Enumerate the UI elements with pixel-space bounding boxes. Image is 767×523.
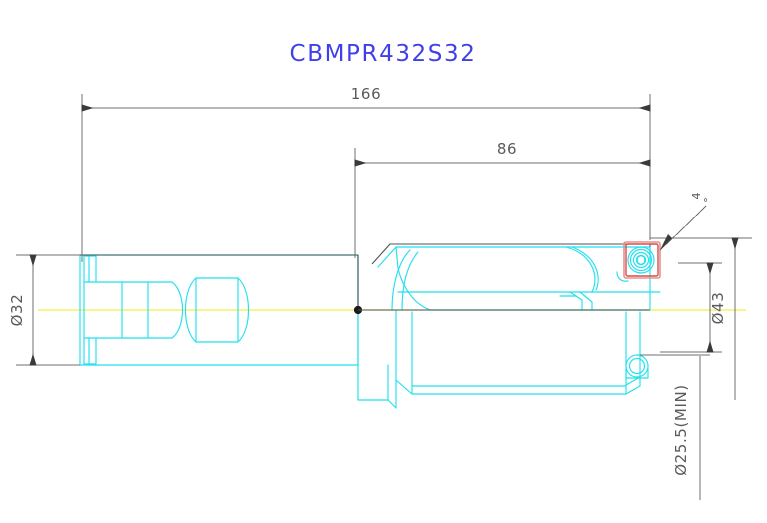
- dimension-lead-angle-unit: °: [702, 197, 715, 203]
- boring-head-body: [371, 243, 660, 394]
- dimension-min-bore-diameter-label: Ø25.5(MIN): [672, 384, 690, 476]
- dimension-head-length: 86: [354, 140, 651, 258]
- drawing-title: CBMPR432S32: [290, 41, 477, 67]
- dimension-overall-length-label: 166: [351, 85, 381, 103]
- carbide-insert: [623, 241, 661, 279]
- torx-clamp-screw: [617, 247, 654, 281]
- dimension-insert-height: [660, 262, 722, 353]
- dimension-shank-diameter: Ø32: [8, 254, 80, 366]
- dimension-shank-diameter-label: Ø32: [8, 294, 26, 327]
- dimension-overall-length: 166: [81, 85, 651, 262]
- dimension-lead-angle: 4 °: [659, 193, 715, 251]
- dimension-head-diameter: Ø43: [650, 237, 752, 400]
- dimension-head-diameter-label: Ø43: [709, 292, 727, 325]
- dimension-lead-angle-label: 4: [690, 193, 703, 200]
- shank-head-transition: [80, 255, 396, 408]
- dimension-head-length-label: 86: [497, 140, 517, 158]
- dimension-min-bore-diameter: Ø25.5(MIN): [640, 354, 710, 500]
- cartridge-screw: [626, 355, 648, 378]
